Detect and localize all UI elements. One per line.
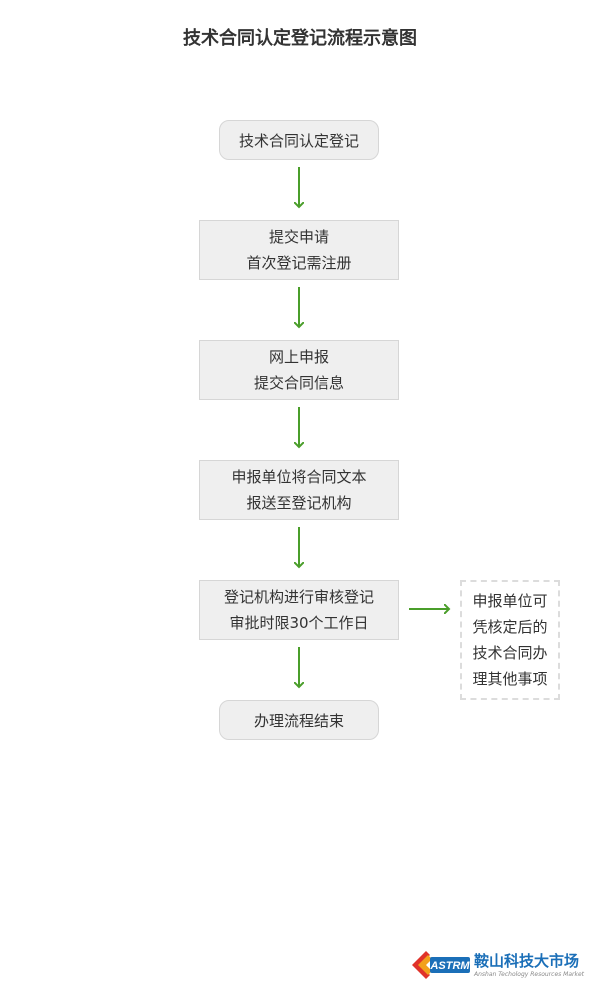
node-review-line2: 审批时限30个工作日	[229, 614, 369, 632]
page-title: 技术合同认定登记流程示意图	[183, 28, 417, 49]
node-online-declaration: 网上申报 提交合同信息	[199, 340, 399, 400]
node-deliver-contract: 申报单位将合同文本 报送至登记机构	[199, 460, 399, 520]
logo-name: 鞍山科技大市场	[474, 952, 580, 970]
node-deliver-line2: 报送至登记机构	[246, 494, 352, 512]
logo-subtitle: Anshan Techology Resources Market	[474, 971, 585, 978]
side-note-line: 技术合同办	[472, 644, 548, 662]
side-note: 申报单位可 凭核定后的 技术合同办 理其他事项	[460, 580, 560, 700]
node-deliver-line1: 申报单位将合同文本	[231, 468, 367, 486]
node-start-label: 技术合同认定登记	[238, 131, 359, 150]
side-note-line: 申报单位可	[472, 592, 548, 610]
node-end-label: 办理流程结束	[253, 711, 344, 730]
node-review-registration: 登记机构进行审核登记 审批时限30个工作日	[199, 580, 399, 640]
node-online-line2: 提交合同信息	[253, 374, 344, 392]
node-online-line1: 网上申报	[268, 348, 329, 366]
logo-mark-icon: ASTRM	[412, 951, 470, 979]
svg-text:ASTRM: ASTRM	[429, 960, 470, 972]
node-start: 技术合同认定登记	[219, 120, 379, 160]
node-end: 办理流程结束	[219, 700, 379, 740]
node-submit-application: 提交申请 首次登记需注册	[199, 220, 399, 280]
brand-logo: ASTRM 鞍山科技大市场 Anshan Techology Resources…	[410, 948, 590, 984]
side-note-line: 凭核定后的	[472, 618, 548, 636]
node-submit-line1: 提交申请	[268, 228, 329, 246]
node-submit-line2: 首次登记需注册	[246, 254, 352, 272]
node-review-line1: 登记机构进行审核登记	[223, 588, 374, 606]
side-note-line: 理其他事项	[472, 670, 548, 688]
